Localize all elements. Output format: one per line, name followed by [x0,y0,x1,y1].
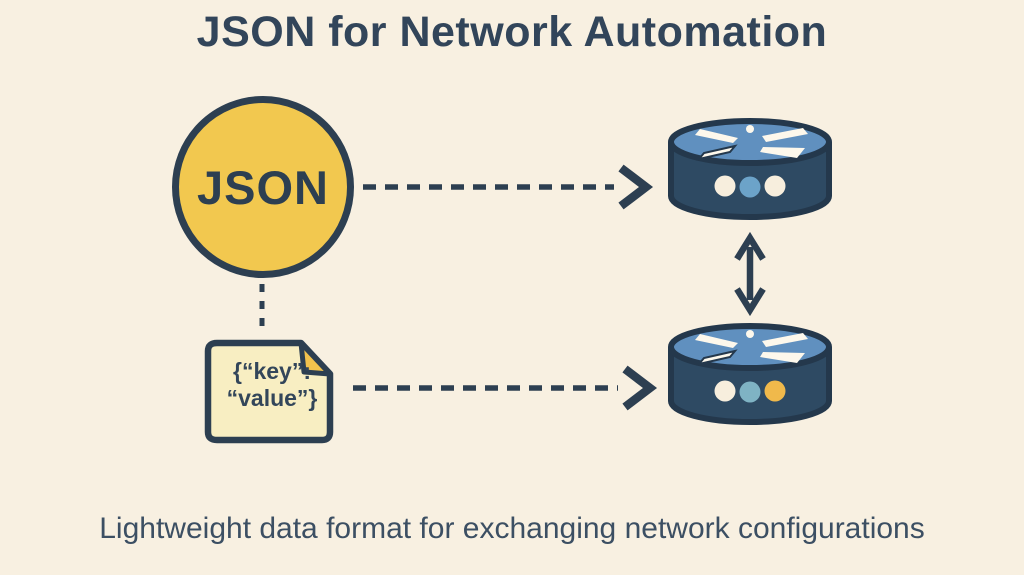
json-circle: JSON [172,96,354,278]
page-title: JSON for Network Automation [196,8,828,56]
json-file-icon: {“key”: “value”} [203,338,338,445]
json-snippet-line2: “value”} [226,385,318,411]
caption-text: Lightweight data format for exchanging n… [99,512,925,545]
dashed-arrow-right-icon-bottom [353,365,658,411]
router-icon-top [666,116,834,220]
dashed-arrow-right-icon-top [363,164,654,210]
json-snippet-line1: {“key”: [233,358,311,384]
folded-corner [298,340,333,377]
router-icon-bottom [666,321,834,425]
json-circle-label: JSON [197,160,329,214]
double-arrow-vertical-icon [734,231,766,317]
json-snippet: {“key”: “value”} [211,358,333,412]
